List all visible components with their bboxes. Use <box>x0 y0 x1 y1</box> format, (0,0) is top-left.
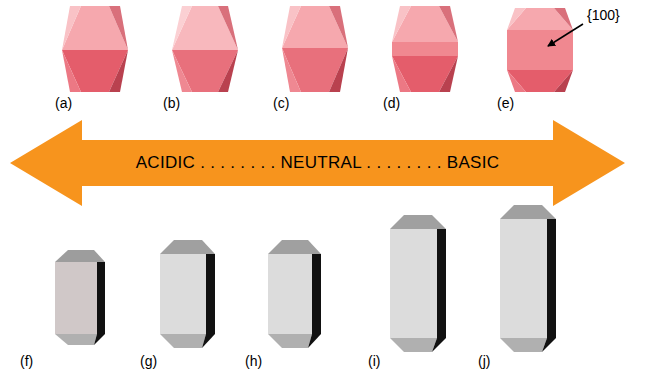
ph-scale-band: ACIDIC . . . . . . . . NEUTRAL . . . . .… <box>82 140 553 186</box>
panel-letter: (c) <box>273 96 289 111</box>
panel-letter: (j) <box>478 354 490 369</box>
grey-crystal <box>160 240 215 348</box>
panel-letter: (i) <box>368 354 380 369</box>
panel-letter: (g) <box>140 354 157 369</box>
panel-letter: (b) <box>163 96 180 111</box>
panel-letter: (h) <box>245 354 262 369</box>
panel-letter: (a) <box>55 96 72 111</box>
grey-crystal <box>268 240 321 348</box>
red-crystal <box>282 6 348 92</box>
red-crystal <box>507 8 573 92</box>
panel-letter: (f) <box>20 354 33 369</box>
grey-crystal <box>55 250 105 345</box>
leader-line <box>548 24 583 46</box>
ph-arrow <box>10 120 625 206</box>
red-crystal <box>392 6 458 92</box>
panel-letter: (d) <box>383 96 400 111</box>
red-crystal <box>172 6 238 92</box>
ph-scale-text: ACIDIC . . . . . . . . NEUTRAL . . . . .… <box>136 153 500 173</box>
panel-letter: (e) <box>497 96 514 111</box>
face-label: {100} <box>587 8 620 23</box>
grey-crystal <box>500 205 556 352</box>
red-crystal <box>62 6 128 92</box>
grey-crystal <box>390 215 446 352</box>
